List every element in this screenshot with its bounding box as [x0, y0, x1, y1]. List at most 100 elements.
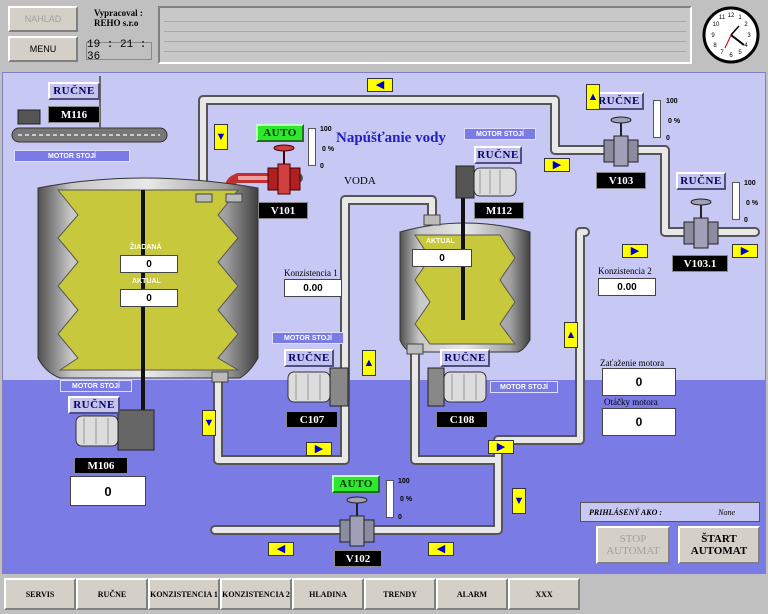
flow-arrow-up-icon: ▲	[586, 84, 600, 110]
valve-v102-icon	[339, 496, 375, 547]
v102-tag[interactable]: V102	[334, 550, 382, 567]
login-value: None	[718, 507, 735, 517]
c107-mode-button[interactable]: RUČNE	[284, 349, 334, 367]
clock-frame: 12 1 2 3 4 5 6 7 8 9 10 11	[702, 6, 760, 64]
m116-tag[interactable]: M116	[48, 106, 100, 123]
flow-arrow-down-icon: ▼	[202, 410, 216, 436]
clock-number: 6	[729, 53, 733, 59]
nav-konzistencia1-button[interactable]: KONZISTENCIA 1	[148, 578, 220, 610]
clock-number: 1	[738, 15, 742, 21]
v103-mode-button[interactable]: RUČNE	[594, 92, 644, 110]
tank1-aktual-value: 0	[120, 289, 178, 307]
clock-number: 11	[719, 15, 726, 21]
m112-mode-button[interactable]: RUČNE	[474, 146, 522, 164]
tank2-aktual-label: AKTUAL	[426, 238, 455, 245]
motor-load-value: 0	[602, 368, 676, 396]
alarm-list-panel[interactable]	[158, 6, 692, 64]
flow-arrow-up-icon: ▲	[362, 350, 376, 376]
v103-gauge	[653, 100, 661, 138]
company-label: REHO s.r.o	[94, 18, 139, 28]
v1031-gauge-max: 100	[744, 180, 756, 187]
menu-button[interactable]: MENU	[8, 36, 78, 62]
m106-tag[interactable]: M106	[74, 457, 128, 474]
v102-gauge-pct: 0 %	[400, 496, 413, 503]
c108-tag[interactable]: C108	[436, 411, 488, 428]
m106-mode-button[interactable]: RUČNE	[68, 396, 120, 414]
motor-c108-icon	[427, 367, 487, 407]
flow-arrow-right-icon: ▶	[544, 158, 570, 172]
flow-arrow-left-icon: ◀	[268, 542, 294, 556]
motor-m106-icon	[75, 409, 155, 451]
m116-status: MOTOR STOJÍ	[14, 150, 130, 162]
v103-tag[interactable]: V103	[596, 172, 646, 189]
flow-arrow-left-icon: ◀	[428, 542, 454, 556]
nav-xxx-button[interactable]: XXX	[508, 578, 580, 610]
process-title: Napúšťanie vody	[336, 130, 446, 146]
m112-tag[interactable]: M112	[474, 202, 524, 219]
m106-status: MOTOR STOJÍ	[60, 380, 132, 392]
vypracoval-label: Vypracoval :	[94, 8, 143, 18]
flow-arrow-up-icon: ▲	[564, 322, 578, 348]
nahlad-button[interactable]: NAHLAD	[8, 6, 78, 32]
clock-number: 9	[711, 33, 715, 39]
v101-gauge-min: 0	[320, 163, 324, 170]
v1031-gauge-min: 0	[744, 217, 748, 224]
flow-arrow-down-icon: ▼	[214, 124, 228, 150]
v101-gauge-pct: 0 %	[322, 146, 335, 153]
valve-v1031-icon	[683, 198, 719, 249]
v102-gauge-max: 100	[398, 478, 410, 485]
tank1-ziadana-label: ŽIADANÁ	[130, 244, 162, 251]
nav-alarm-button[interactable]: ALARM	[436, 578, 508, 610]
flow-arrow-down-icon: ▼	[512, 488, 526, 514]
nav-hladina-button[interactable]: HLADINA	[292, 578, 364, 610]
v1031-gauge-pct: 0 %	[746, 200, 759, 207]
v103-gauge-min: 0	[666, 135, 670, 142]
v103-gauge-pct: 0 %	[668, 118, 681, 125]
v101-gauge	[308, 128, 316, 166]
m106-value[interactable]: 0	[70, 476, 146, 506]
login-panel: PRIHLÁSENÝ AKO : None	[580, 502, 760, 522]
v101-mode-button[interactable]: AUTO	[256, 124, 304, 142]
m116-mode-button[interactable]: RUČNE	[48, 82, 100, 100]
motor-speed-label: Otáčky motora	[604, 397, 658, 407]
m112-status: MOTOR STOJÍ	[464, 128, 536, 140]
tank1-aktual-label: AKTUAL	[132, 278, 161, 285]
nav-trendy-button[interactable]: TRENDY	[364, 578, 436, 610]
stop-automat-button[interactable]: STOP AUTOMAT	[596, 526, 670, 564]
v101-gauge-max: 100	[320, 126, 332, 133]
clock-number: 2	[744, 22, 748, 28]
consistency1-label: Konzistencia 1	[284, 268, 338, 278]
clock-number: 7	[720, 50, 724, 56]
c107-tag[interactable]: C107	[286, 411, 338, 428]
tank1-ziadana-value[interactable]: 0	[120, 255, 178, 273]
nav-rucne-button[interactable]: RUČNE	[76, 578, 148, 610]
flow-arrow-right-icon: ▶	[622, 244, 648, 258]
start-automat-button[interactable]: ŠTART AUTOMAT	[678, 526, 760, 564]
v102-gauge-min: 0	[398, 514, 402, 521]
clock-number: 8	[713, 43, 717, 49]
flow-arrow-left-icon: ◀	[367, 78, 393, 92]
motor-load-label: Zaťaženie motora	[600, 358, 665, 368]
v101-tag[interactable]: V101	[258, 202, 308, 219]
valve-v103-icon	[603, 116, 639, 167]
consistency1-value: 0.00	[284, 279, 342, 297]
tank2-aktual-value: 0	[412, 249, 472, 267]
water-label: VODA	[344, 175, 376, 187]
v103-gauge-max: 100	[666, 98, 678, 105]
login-label: PRIHLÁSENÝ AKO :	[589, 507, 663, 517]
clock-icon: 12 1 2 3 4 5 6 7 8 9 10 11	[702, 6, 760, 64]
flow-arrow-right-icon: ▶	[488, 440, 514, 454]
v1031-mode-button[interactable]: RUČNE	[676, 172, 726, 190]
nav-konzistencia2-button[interactable]: KONZISTENCIA 2	[220, 578, 292, 610]
nav-servis-button[interactable]: SERVIS	[4, 578, 76, 610]
motor-c107-icon	[287, 367, 349, 407]
v1031-tag[interactable]: V103.1	[672, 255, 728, 272]
consistency2-label: Konzistencia 2	[598, 266, 652, 276]
flow-arrow-right-icon: ▶	[306, 442, 332, 456]
clock-number: 10	[713, 22, 720, 28]
clock-number: 4	[744, 43, 748, 49]
c108-mode-button[interactable]: RUČNE	[440, 349, 490, 367]
valve-v101-icon	[267, 144, 301, 195]
v102-mode-button[interactable]: AUTO	[332, 475, 380, 493]
